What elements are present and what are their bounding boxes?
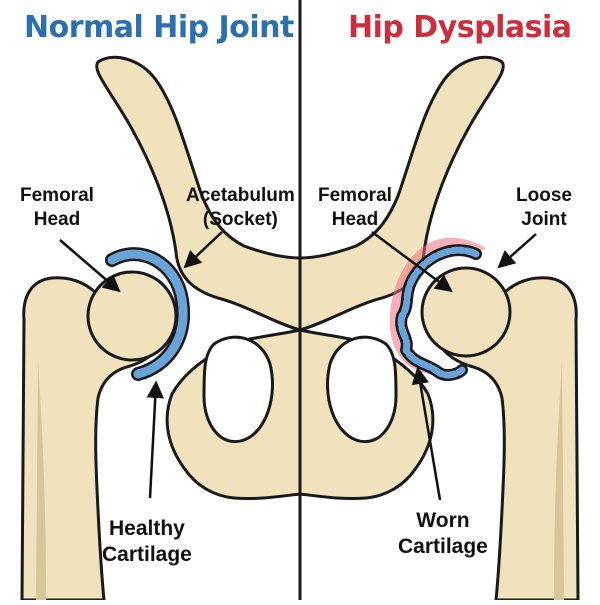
acetabulum-label-line1: Acetabulum [186, 185, 295, 206]
acetabulum-arrow [183, 231, 223, 269]
acetabulum-label: Acetabulum (Socket) [186, 184, 295, 232]
left-femoral-head-label-line2: Head [33, 209, 81, 230]
left-femoral-head-arrow [59, 239, 121, 293]
loose-joint-arrow [497, 233, 537, 269]
dysplasia-title: Hip Dysplasia [348, 10, 572, 45]
loose-joint-label: Loose Joint [516, 184, 572, 232]
worn-cartilage-arrow [411, 366, 442, 501]
right-femoral-head-label: Femoral Head [318, 184, 392, 232]
acetabulum-label-line2: (Socket) [202, 209, 278, 230]
right-femoral-head-label-line2: Head [331, 209, 379, 230]
left-femoral-head-label: Femoral Head [20, 184, 94, 232]
worn-cartilage-label-line2: Cartilage [398, 535, 488, 558]
normal-hip-title: Normal Hip Joint [24, 10, 294, 45]
left-femoral-head [86, 270, 178, 362]
right-femoral-head-label-line1: Femoral [318, 185, 392, 206]
normal-hip-illustration [20, 55, 302, 602]
left-femoral-head-label-line1: Femoral [20, 185, 94, 206]
right-obturator-foramen [326, 335, 398, 444]
healthy-cartilage-label: Healthy Cartilage [102, 516, 192, 568]
right-femur-shading [554, 360, 564, 600]
healthy-cartilage-arrow [146, 380, 165, 499]
loose-joint-label-line1: Loose [516, 185, 572, 206]
healthy-cartilage-label-line1: Healthy [109, 517, 185, 540]
worn-cartilage-fill [397, 246, 480, 379]
healthy-cartilage-label-line2: Cartilage [102, 543, 192, 566]
worn-cartilage-label: Worn Cartilage [398, 508, 488, 560]
left-obturator-foramen [202, 335, 274, 444]
left-pelvis-bone [95, 55, 302, 332]
loose-joint-label-line2: Joint [521, 209, 567, 230]
worn-cartilage-label-line1: Worn [416, 509, 470, 532]
right-femoral-head [420, 266, 512, 358]
right-femoral-head-arrow [371, 230, 453, 293]
dysplasia-hip-illustration [298, 55, 580, 602]
left-healthy-cartilage-fill [107, 249, 188, 379]
left-femur-shading [36, 360, 46, 600]
